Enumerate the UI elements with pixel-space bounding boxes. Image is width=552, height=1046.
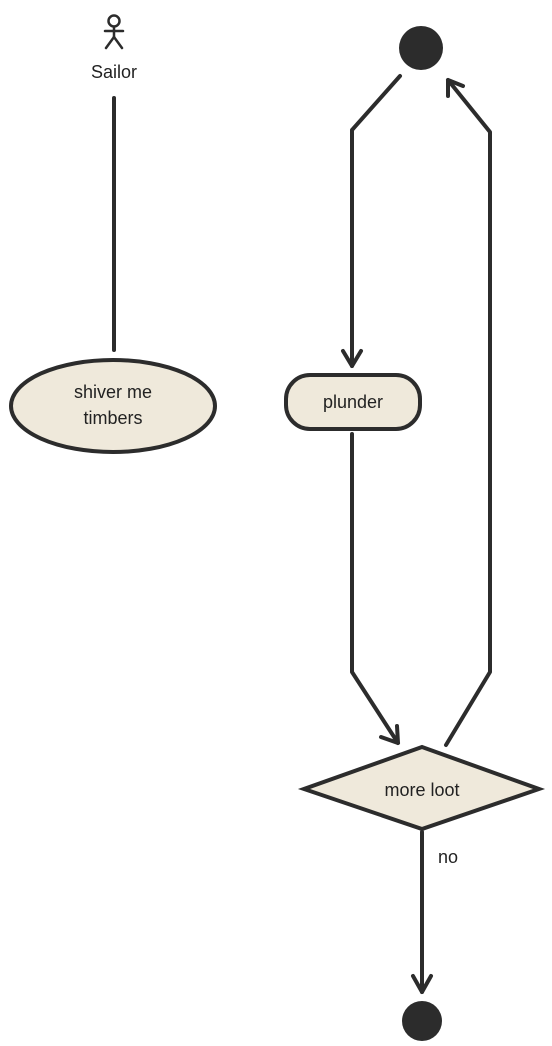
use-case-shiver-me-timbers: shiver me timbers xyxy=(9,358,217,454)
stick-figure-icon xyxy=(103,14,125,50)
use-case-label-line1: shiver me xyxy=(74,382,152,402)
action-label: plunder xyxy=(323,392,383,412)
edge-start-to-plunder xyxy=(350,74,402,368)
actor-sailor: Sailor xyxy=(91,14,137,82)
edge-plunder-to-decision xyxy=(350,432,400,745)
start-node xyxy=(399,26,443,70)
decision-more-loot: more loot xyxy=(297,744,546,832)
arrowhead-to-decision xyxy=(379,724,400,745)
decision-label: more loot xyxy=(384,780,459,800)
use-case-label-line2: timbers xyxy=(83,408,142,428)
branch-label-no: no xyxy=(438,847,458,867)
action-rect xyxy=(284,373,422,431)
arrowhead-to-end xyxy=(411,974,433,994)
action-plunder: plunder xyxy=(284,373,422,431)
arrowhead-to-start xyxy=(446,78,465,98)
edge-decision-to-start xyxy=(444,78,492,747)
arrowhead-to-plunder xyxy=(341,349,363,368)
end-node xyxy=(402,1001,442,1041)
actor-label: Sailor xyxy=(91,62,137,82)
decision-diamond xyxy=(297,744,546,832)
use-case-ellipse xyxy=(9,358,217,454)
